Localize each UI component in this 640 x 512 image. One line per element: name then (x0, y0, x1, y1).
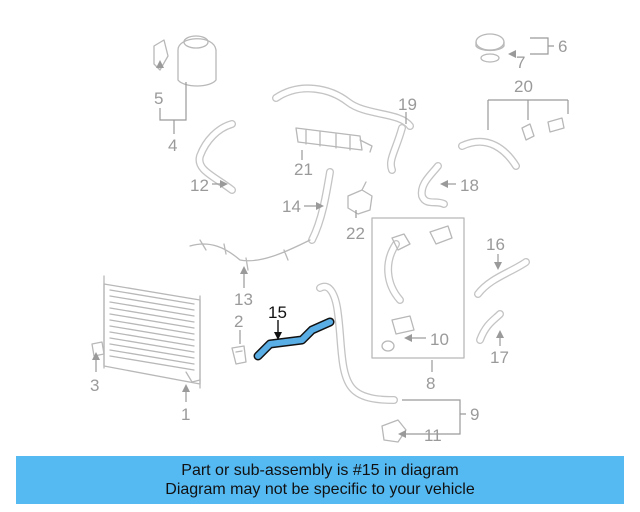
reservoir-part-4 (153, 35, 217, 87)
radiator-part-1 (103, 275, 201, 389)
highlighted-part-15[interactable] (253, 317, 335, 361)
leader-lines (95, 37, 569, 435)
callout-6: 6 (558, 37, 567, 56)
tube-assembly-part-21 (295, 127, 373, 153)
callout-11: 11 (424, 426, 442, 445)
banner-line-2: Diagram may not be specific to your vehi… (165, 481, 475, 498)
fitting-part-11 (381, 419, 407, 443)
info-banner: Part or sub-assembly is #15 in diagram D… (16, 456, 624, 504)
callout-12: 12 (190, 176, 209, 195)
callout-7: 7 (516, 53, 525, 72)
bracket-part-2 (231, 345, 247, 365)
cap-part-6 (475, 33, 505, 63)
callout-18: 18 (460, 176, 479, 195)
callout-2: 2 (234, 312, 243, 331)
callout-5: 5 (154, 89, 163, 108)
callout-14: 14 (282, 197, 301, 216)
callout-labels: 1 2 3 4 5 6 7 8 9 10 11 12 13 14 15 16 1… (90, 37, 567, 445)
callout-1: 1 (181, 405, 190, 424)
callout-21: 21 (294, 160, 313, 179)
bracket-part-3 (91, 341, 105, 357)
banner-line-1: Part or sub-assembly is #15 in diagram (181, 462, 459, 479)
callout-3: 3 (90, 376, 99, 395)
callout-13: 13 (234, 290, 253, 309)
callout-9: 9 (470, 405, 479, 424)
callout-4: 4 (168, 136, 177, 155)
callout-20: 20 (514, 77, 533, 96)
parts-diagram: 1 2 3 4 5 6 7 8 9 10 11 12 13 14 15 16 1… (90, 33, 569, 445)
fitting-part-22 (347, 181, 373, 215)
harness-part-13 (189, 239, 311, 271)
callout-22: 22 (346, 224, 365, 243)
callout-10: 10 (430, 330, 449, 349)
callout-17: 17 (490, 348, 509, 367)
assembly-part-8 (371, 217, 465, 359)
leader-arrowheads (92, 50, 516, 438)
callout-15: 15 (268, 303, 287, 322)
upper-hose (272, 84, 414, 130)
callout-16: 16 (486, 235, 505, 254)
callout-8: 8 (426, 374, 435, 393)
callout-19: 19 (398, 95, 417, 114)
